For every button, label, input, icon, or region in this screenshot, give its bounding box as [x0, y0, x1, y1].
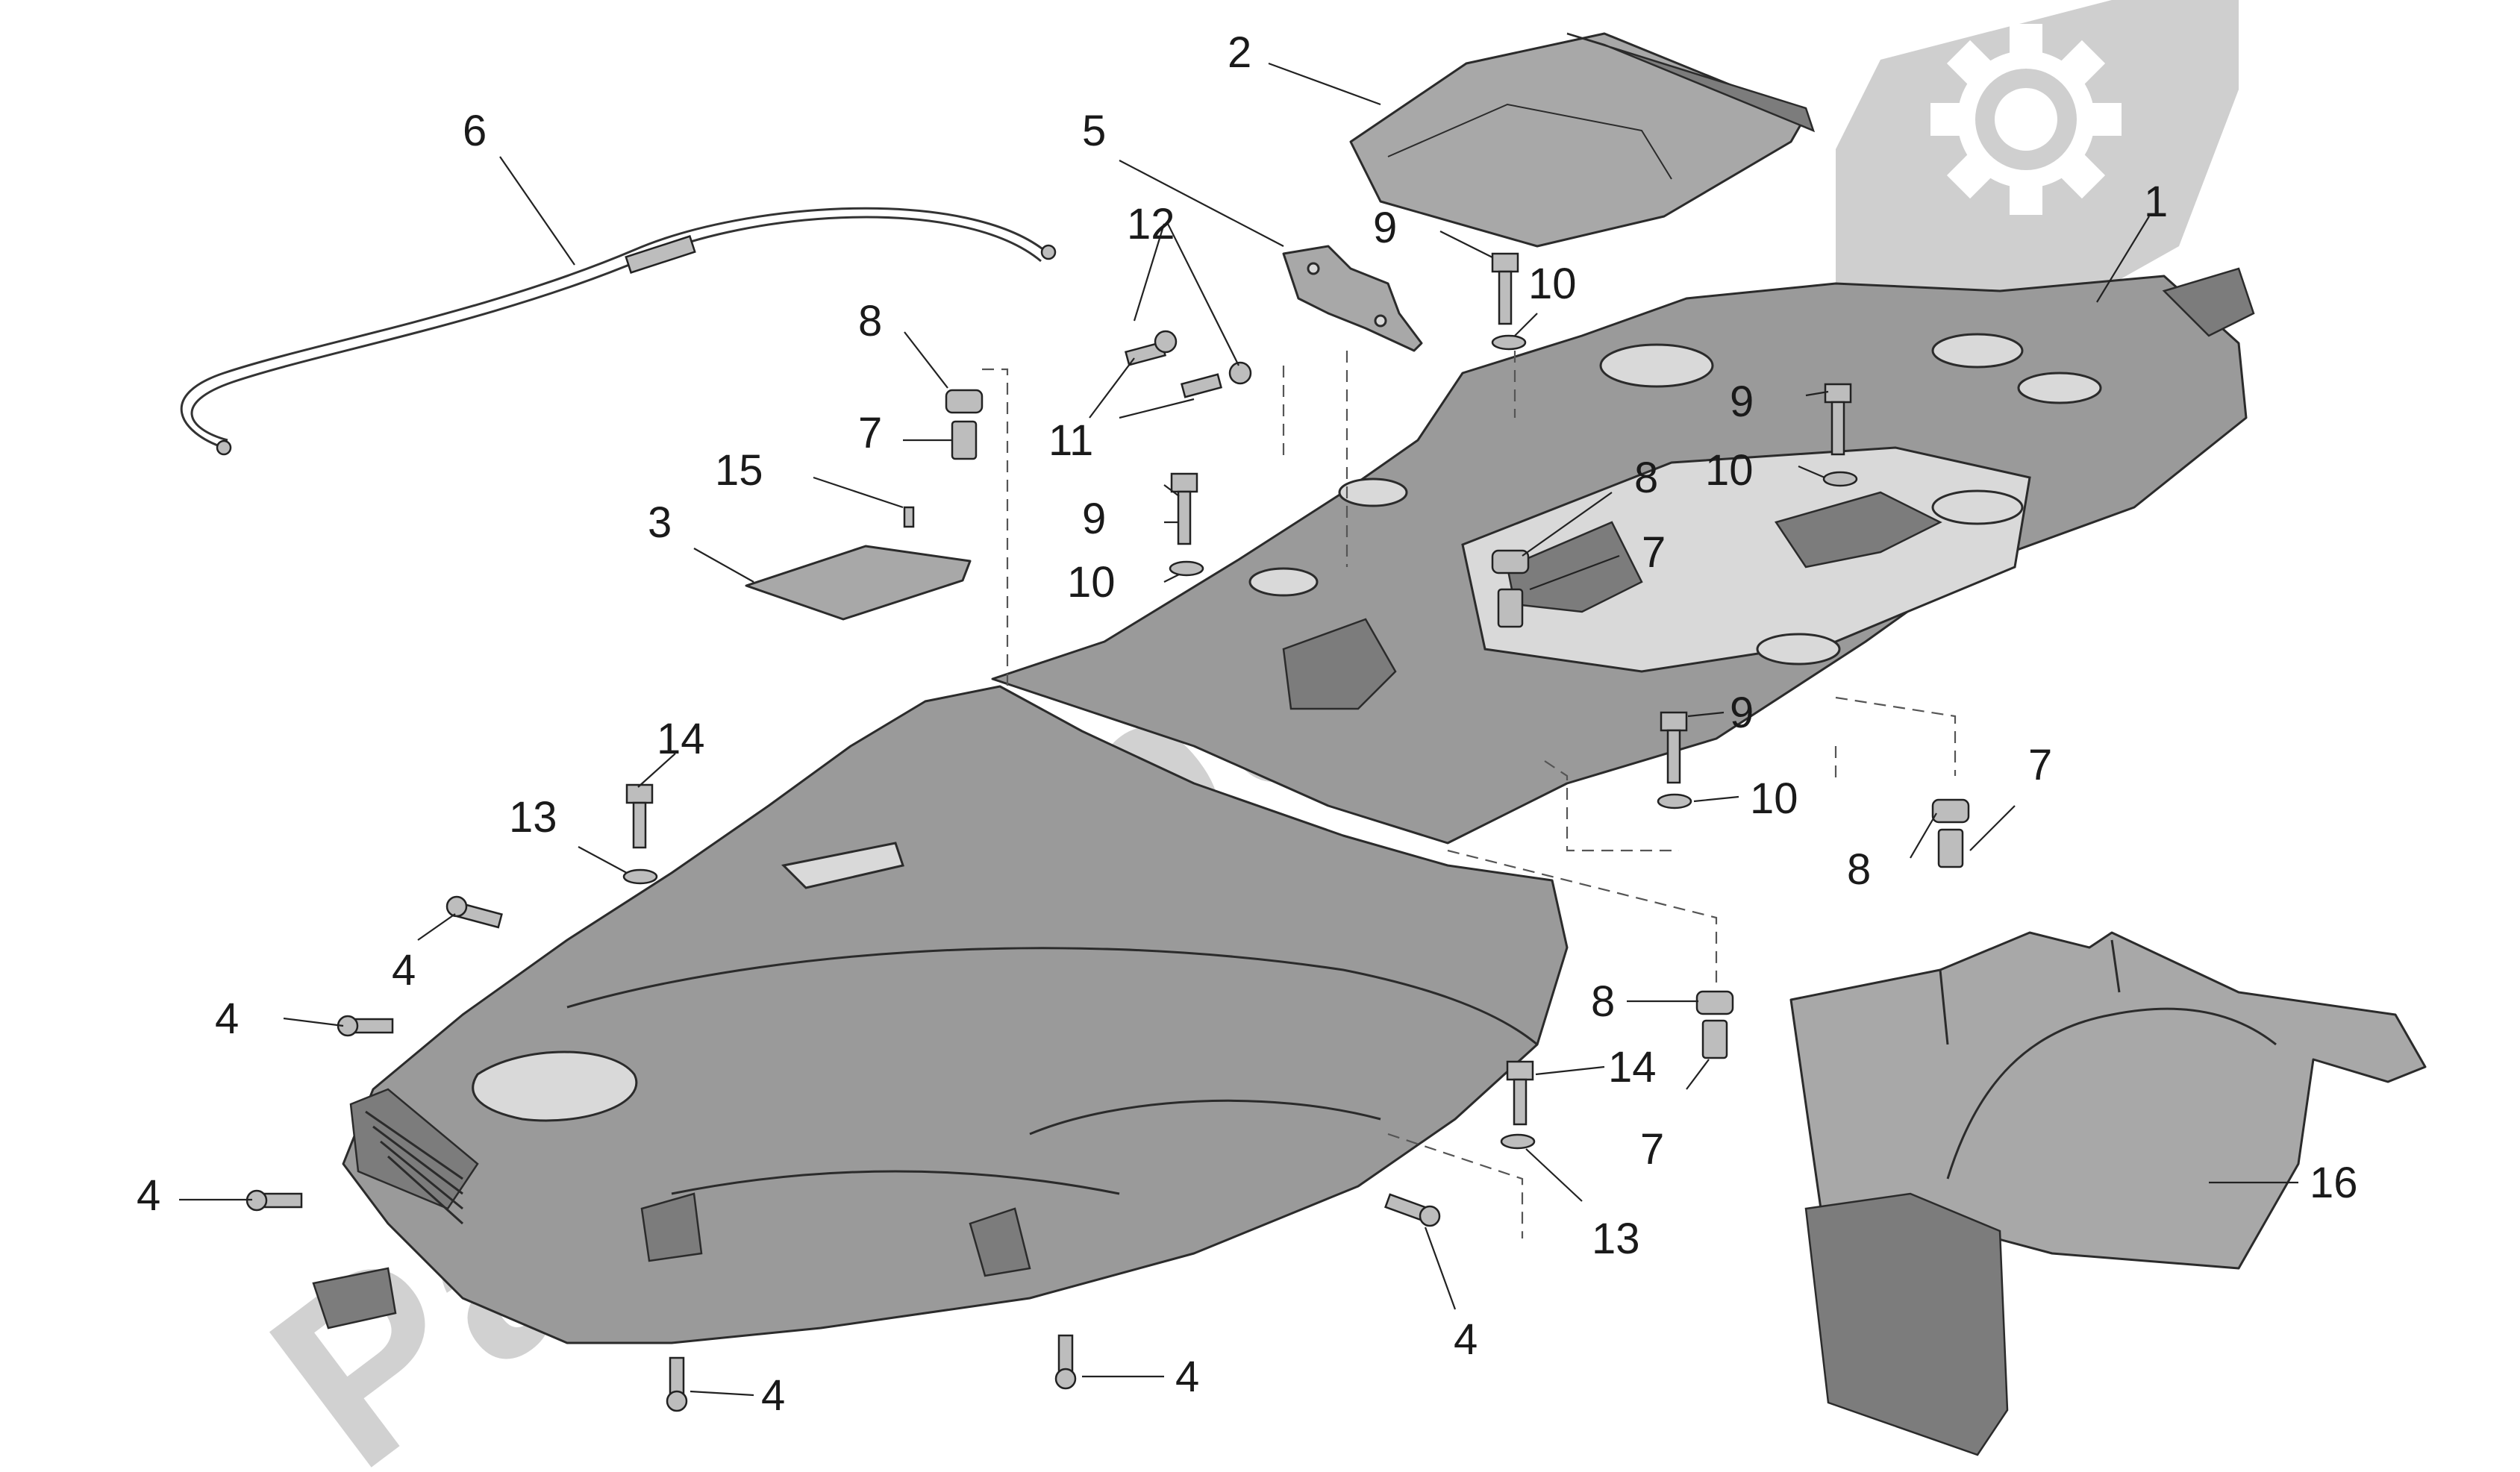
callout-10: 10: [1067, 558, 1116, 607]
callout-16: 16: [2310, 1159, 2358, 1207]
callout-4: 4: [392, 946, 416, 995]
callout-4: 4: [215, 995, 239, 1043]
callout-5: 5: [1082, 107, 1106, 155]
callout-15: 15: [715, 446, 763, 495]
callout-8: 8: [1591, 977, 1615, 1026]
callout-8: 8: [1847, 845, 1871, 894]
callout-9: 9: [1082, 495, 1106, 543]
cover-part-2: [1349, 32, 1816, 248]
callout-10: 10: [1750, 774, 1798, 823]
callout-8: 8: [858, 297, 882, 345]
gear-icon: [1930, 24, 2122, 215]
inner-fender-part-16: [1789, 931, 2427, 1456]
callout-10: 10: [1705, 446, 1754, 495]
callout-14: 14: [1608, 1043, 1657, 1092]
callout-4: 4: [761, 1371, 785, 1420]
bracket-part-5: [1282, 245, 1423, 352]
callout-1: 1: [2144, 178, 2168, 226]
callout-14: 14: [657, 715, 705, 763]
callout-12: 12: [1127, 200, 1175, 248]
callout-6: 6: [463, 107, 487, 155]
callout-7: 7: [1642, 528, 1666, 577]
leader-lines: [179, 62, 2298, 1397]
callout-4: 4: [137, 1171, 160, 1220]
callout-4: 4: [1454, 1315, 1478, 1364]
callout-4: 4: [1175, 1353, 1199, 1401]
lower-body-shell: [312, 685, 1569, 1344]
callout-9: 9: [1373, 204, 1397, 252]
callout-2: 2: [1228, 28, 1251, 77]
callout-9: 9: [1730, 378, 1754, 426]
callout-10: 10: [1528, 260, 1577, 308]
callout-13: 13: [509, 793, 557, 842]
callout-8: 8: [1634, 454, 1658, 502]
assembly-lines: [982, 351, 1957, 1238]
callout-11: 11: [1048, 416, 1093, 465]
callout-9: 9: [1730, 689, 1754, 737]
callout-3: 3: [648, 498, 672, 547]
cable-part-6: [180, 207, 1057, 456]
callout-7: 7: [2028, 741, 2052, 789]
callout-13: 13: [1592, 1215, 1640, 1263]
hardware: [246, 252, 1970, 1412]
rear-rack-part-1: [991, 267, 2255, 845]
plate-part-3: [745, 545, 972, 621]
callout-7: 7: [1640, 1125, 1664, 1174]
callout-labels: 1 2 3 4 4 4 4 4 4 5 6 7 7 7 7 8 8 8 8 9 …: [137, 28, 2358, 1420]
callout-7: 7: [858, 409, 882, 457]
